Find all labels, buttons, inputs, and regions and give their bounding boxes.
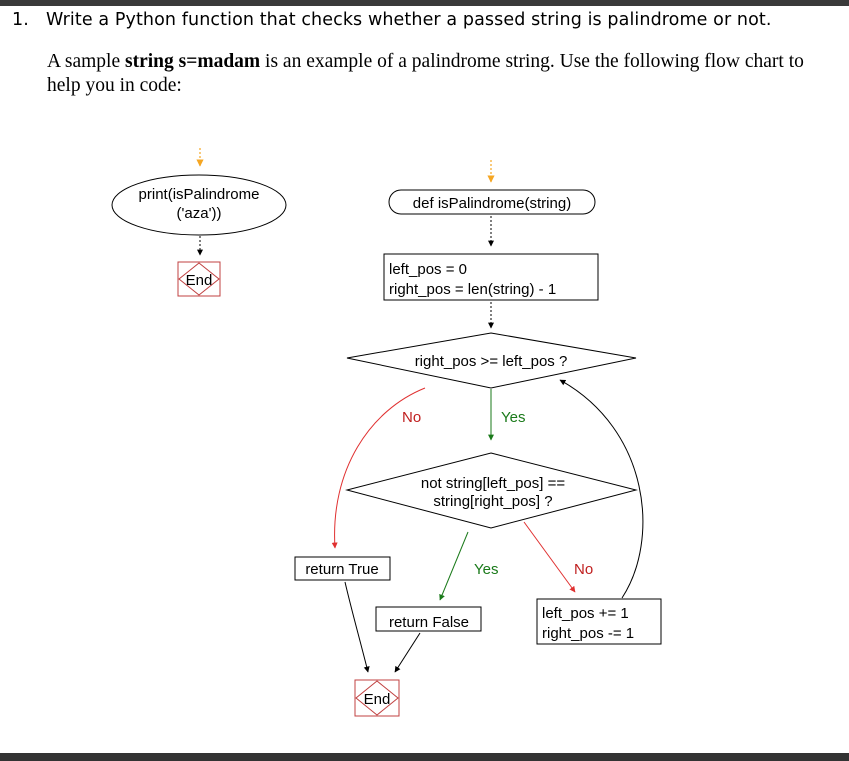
update-line1: left_pos += 1 xyxy=(542,605,629,622)
return-true-label: return True xyxy=(305,561,378,578)
init-line2: right_pos = len(string) - 1 xyxy=(389,281,556,298)
call-line2: ('aza')) xyxy=(177,205,222,222)
final-end-label: End xyxy=(364,691,391,708)
check-yes-label: Yes xyxy=(474,561,498,578)
question-heading: 1. Write a Python function that checks wh… xyxy=(12,10,772,30)
question-number: 1. xyxy=(12,10,29,30)
return-true-to-end-arrow xyxy=(344,581,370,673)
final-end-node: End xyxy=(354,679,400,717)
bottom-divider xyxy=(0,753,849,761)
description-bold: string s=madam xyxy=(125,51,261,72)
check-line2: string[right_pos] ? xyxy=(433,493,552,510)
question-description: A sample string s=madam is an example of… xyxy=(47,50,817,98)
return-false-to-end-arrow xyxy=(394,632,421,673)
init-line1: left_pos = 0 xyxy=(389,261,467,278)
check-no-arrow xyxy=(523,521,576,593)
return-false-label: return False xyxy=(389,614,469,631)
call-end-node: End xyxy=(177,261,221,297)
init-node: left_pos = 0 right_pos = len(string) - 1 xyxy=(383,253,599,301)
question-text: Write a Python function that checks whet… xyxy=(46,10,772,30)
description-part1: A sample xyxy=(47,51,125,72)
def-node: def isPalindrome(string) xyxy=(388,189,596,215)
return-false-node: return False xyxy=(375,606,482,632)
loop-yes-label: Yes xyxy=(501,409,525,426)
loop-condition-node: right_pos >= left_pos ? xyxy=(346,332,637,389)
check-condition-node: not string[left_pos] == string[right_pos… xyxy=(345,452,638,529)
description-part2: is an example of a palindrome string. Us… xyxy=(47,51,804,96)
call-end-label: End xyxy=(186,272,213,289)
check-no-label: No xyxy=(574,561,593,578)
loop-back-arrow xyxy=(559,379,644,599)
loop-no-label: No xyxy=(402,409,421,426)
check-yes-arrow xyxy=(439,531,469,601)
call-line1: print(isPalindrome xyxy=(139,186,260,203)
loop-no-arrow xyxy=(331,387,426,549)
check-line1: not string[left_pos] == xyxy=(421,475,565,492)
loop-condition-label: right_pos >= left_pos ? xyxy=(415,353,568,370)
update-line2: right_pos -= 1 xyxy=(542,625,634,642)
update-node: left_pos += 1 right_pos -= 1 xyxy=(536,598,662,645)
call-node: print(isPalindrome ('aza')) xyxy=(111,174,287,236)
def-label: def isPalindrome(string) xyxy=(413,195,571,212)
return-true-node: return True xyxy=(294,556,391,581)
top-divider xyxy=(0,0,849,6)
